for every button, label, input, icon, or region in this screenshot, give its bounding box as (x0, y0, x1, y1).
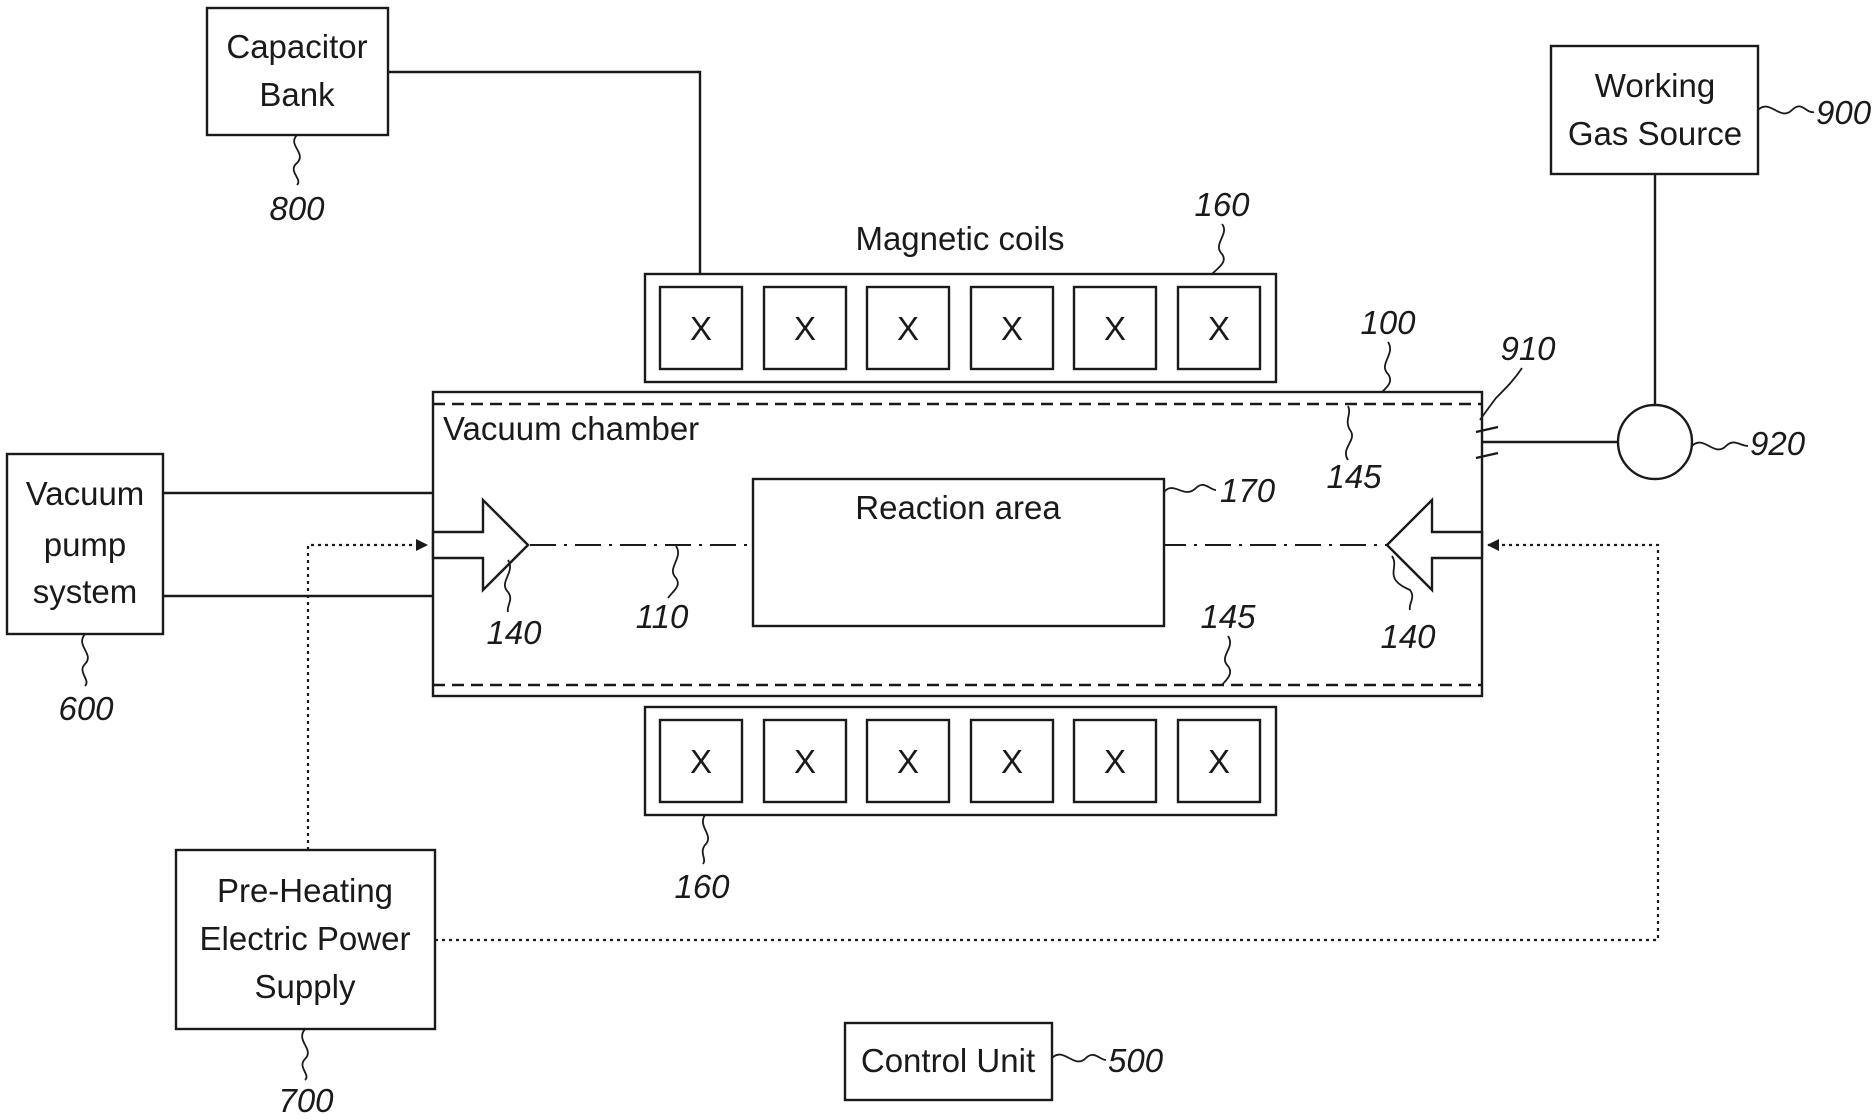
ref-leader-700 (302, 1029, 308, 1080)
ref-110: 110 (636, 598, 689, 635)
svg-text:X: X (897, 310, 919, 347)
capacitor-bank-label-line2: Bank (259, 76, 335, 113)
top-coil-6: X (1178, 287, 1260, 369)
capacitor-bank-label-line1: Capacitor (226, 28, 367, 65)
ref-140-left: 140 (486, 614, 542, 651)
ref-leader-900 (1758, 106, 1814, 113)
preheat-feed-left (308, 545, 427, 850)
capacitor-bank-node: Capacitor Bank (207, 8, 388, 135)
top-coil-assembly: X X X X X X (645, 274, 1276, 382)
vacuum-pump-label-line2: pump (44, 526, 127, 563)
vacuum-pump-label-line1: Vacuum (26, 475, 145, 512)
valve-symbol (1618, 405, 1692, 479)
svg-text:X: X (690, 743, 712, 780)
svg-text:X: X (1001, 310, 1023, 347)
top-coil-1: X (660, 287, 742, 369)
bottom-coil-2: X (764, 720, 846, 802)
ref-170: 170 (1220, 472, 1276, 509)
ref-leader-920 (1692, 442, 1748, 449)
bottom-coil-4: X (971, 720, 1053, 802)
svg-text:X: X (1104, 310, 1126, 347)
working-gas-source-node: Working Gas Source (1551, 46, 1758, 174)
vacuum-pump-system-node: Vacuum pump system (7, 454, 163, 634)
svg-text:X: X (1208, 743, 1230, 780)
svg-text:X: X (1208, 310, 1230, 347)
ref-leader-500 (1052, 1055, 1106, 1062)
ref-leader-100 (1382, 342, 1390, 392)
top-coil-3: X (867, 287, 949, 369)
top-coil-5: X (1074, 287, 1156, 369)
ref-leader-910 (1480, 368, 1522, 420)
ref-910: 910 (1500, 330, 1556, 367)
bottom-coil-assembly: X X X X X X (645, 707, 1276, 815)
preheating-label-line3: Supply (255, 968, 356, 1005)
ref-140-right: 140 (1380, 618, 1436, 655)
ref-145-bottom: 145 (1200, 598, 1256, 635)
ref-160-top: 160 (1194, 186, 1250, 223)
top-coil-4: X (971, 287, 1053, 369)
gas-source-label-line1: Working (1595, 67, 1715, 104)
ref-800: 800 (269, 190, 325, 227)
ref-500: 500 (1108, 1042, 1164, 1079)
ref-leader-160-top (1212, 224, 1224, 274)
ref-700: 700 (278, 1082, 334, 1119)
preheating-label-line1: Pre-Heating (217, 872, 393, 909)
preheating-power-supply-node: Pre-Heating Electric Power Supply (176, 850, 435, 1029)
ref-900: 900 (1816, 94, 1872, 131)
vacuum-pump-label-line3: system (33, 573, 138, 610)
vacuum-chamber-label: Vacuum chamber (443, 410, 699, 447)
gas-source-label-line2: Gas Source (1568, 115, 1742, 152)
top-coil-2: X (764, 287, 846, 369)
control-unit-node: Control Unit (845, 1023, 1052, 1100)
ref-leader-160-bottom (703, 815, 708, 864)
ref-160-bottom: 160 (674, 868, 730, 905)
capacitor-coil-connector (388, 72, 700, 274)
ref-920: 920 (1750, 425, 1806, 462)
bottom-coil-6: X (1178, 720, 1260, 802)
svg-text:X: X (1001, 743, 1023, 780)
ref-145-top: 145 (1326, 458, 1382, 495)
bottom-coil-3: X (867, 720, 949, 802)
control-unit-label: Control Unit (861, 1042, 1035, 1079)
magnetic-coils-label: Magnetic coils (855, 220, 1064, 257)
ref-leader-600 (82, 634, 88, 686)
bottom-coil-1: X (660, 720, 742, 802)
ref-leader-800 (294, 135, 300, 185)
preheating-label-line2: Electric Power (200, 920, 411, 957)
svg-text:X: X (794, 743, 816, 780)
ref-600: 600 (58, 690, 114, 727)
reaction-area-label: Reaction area (855, 489, 1061, 526)
svg-text:X: X (794, 310, 816, 347)
svg-text:X: X (897, 743, 919, 780)
svg-text:X: X (1104, 743, 1126, 780)
ref-100: 100 (1360, 304, 1416, 341)
svg-text:X: X (690, 310, 712, 347)
bottom-coil-5: X (1074, 720, 1156, 802)
